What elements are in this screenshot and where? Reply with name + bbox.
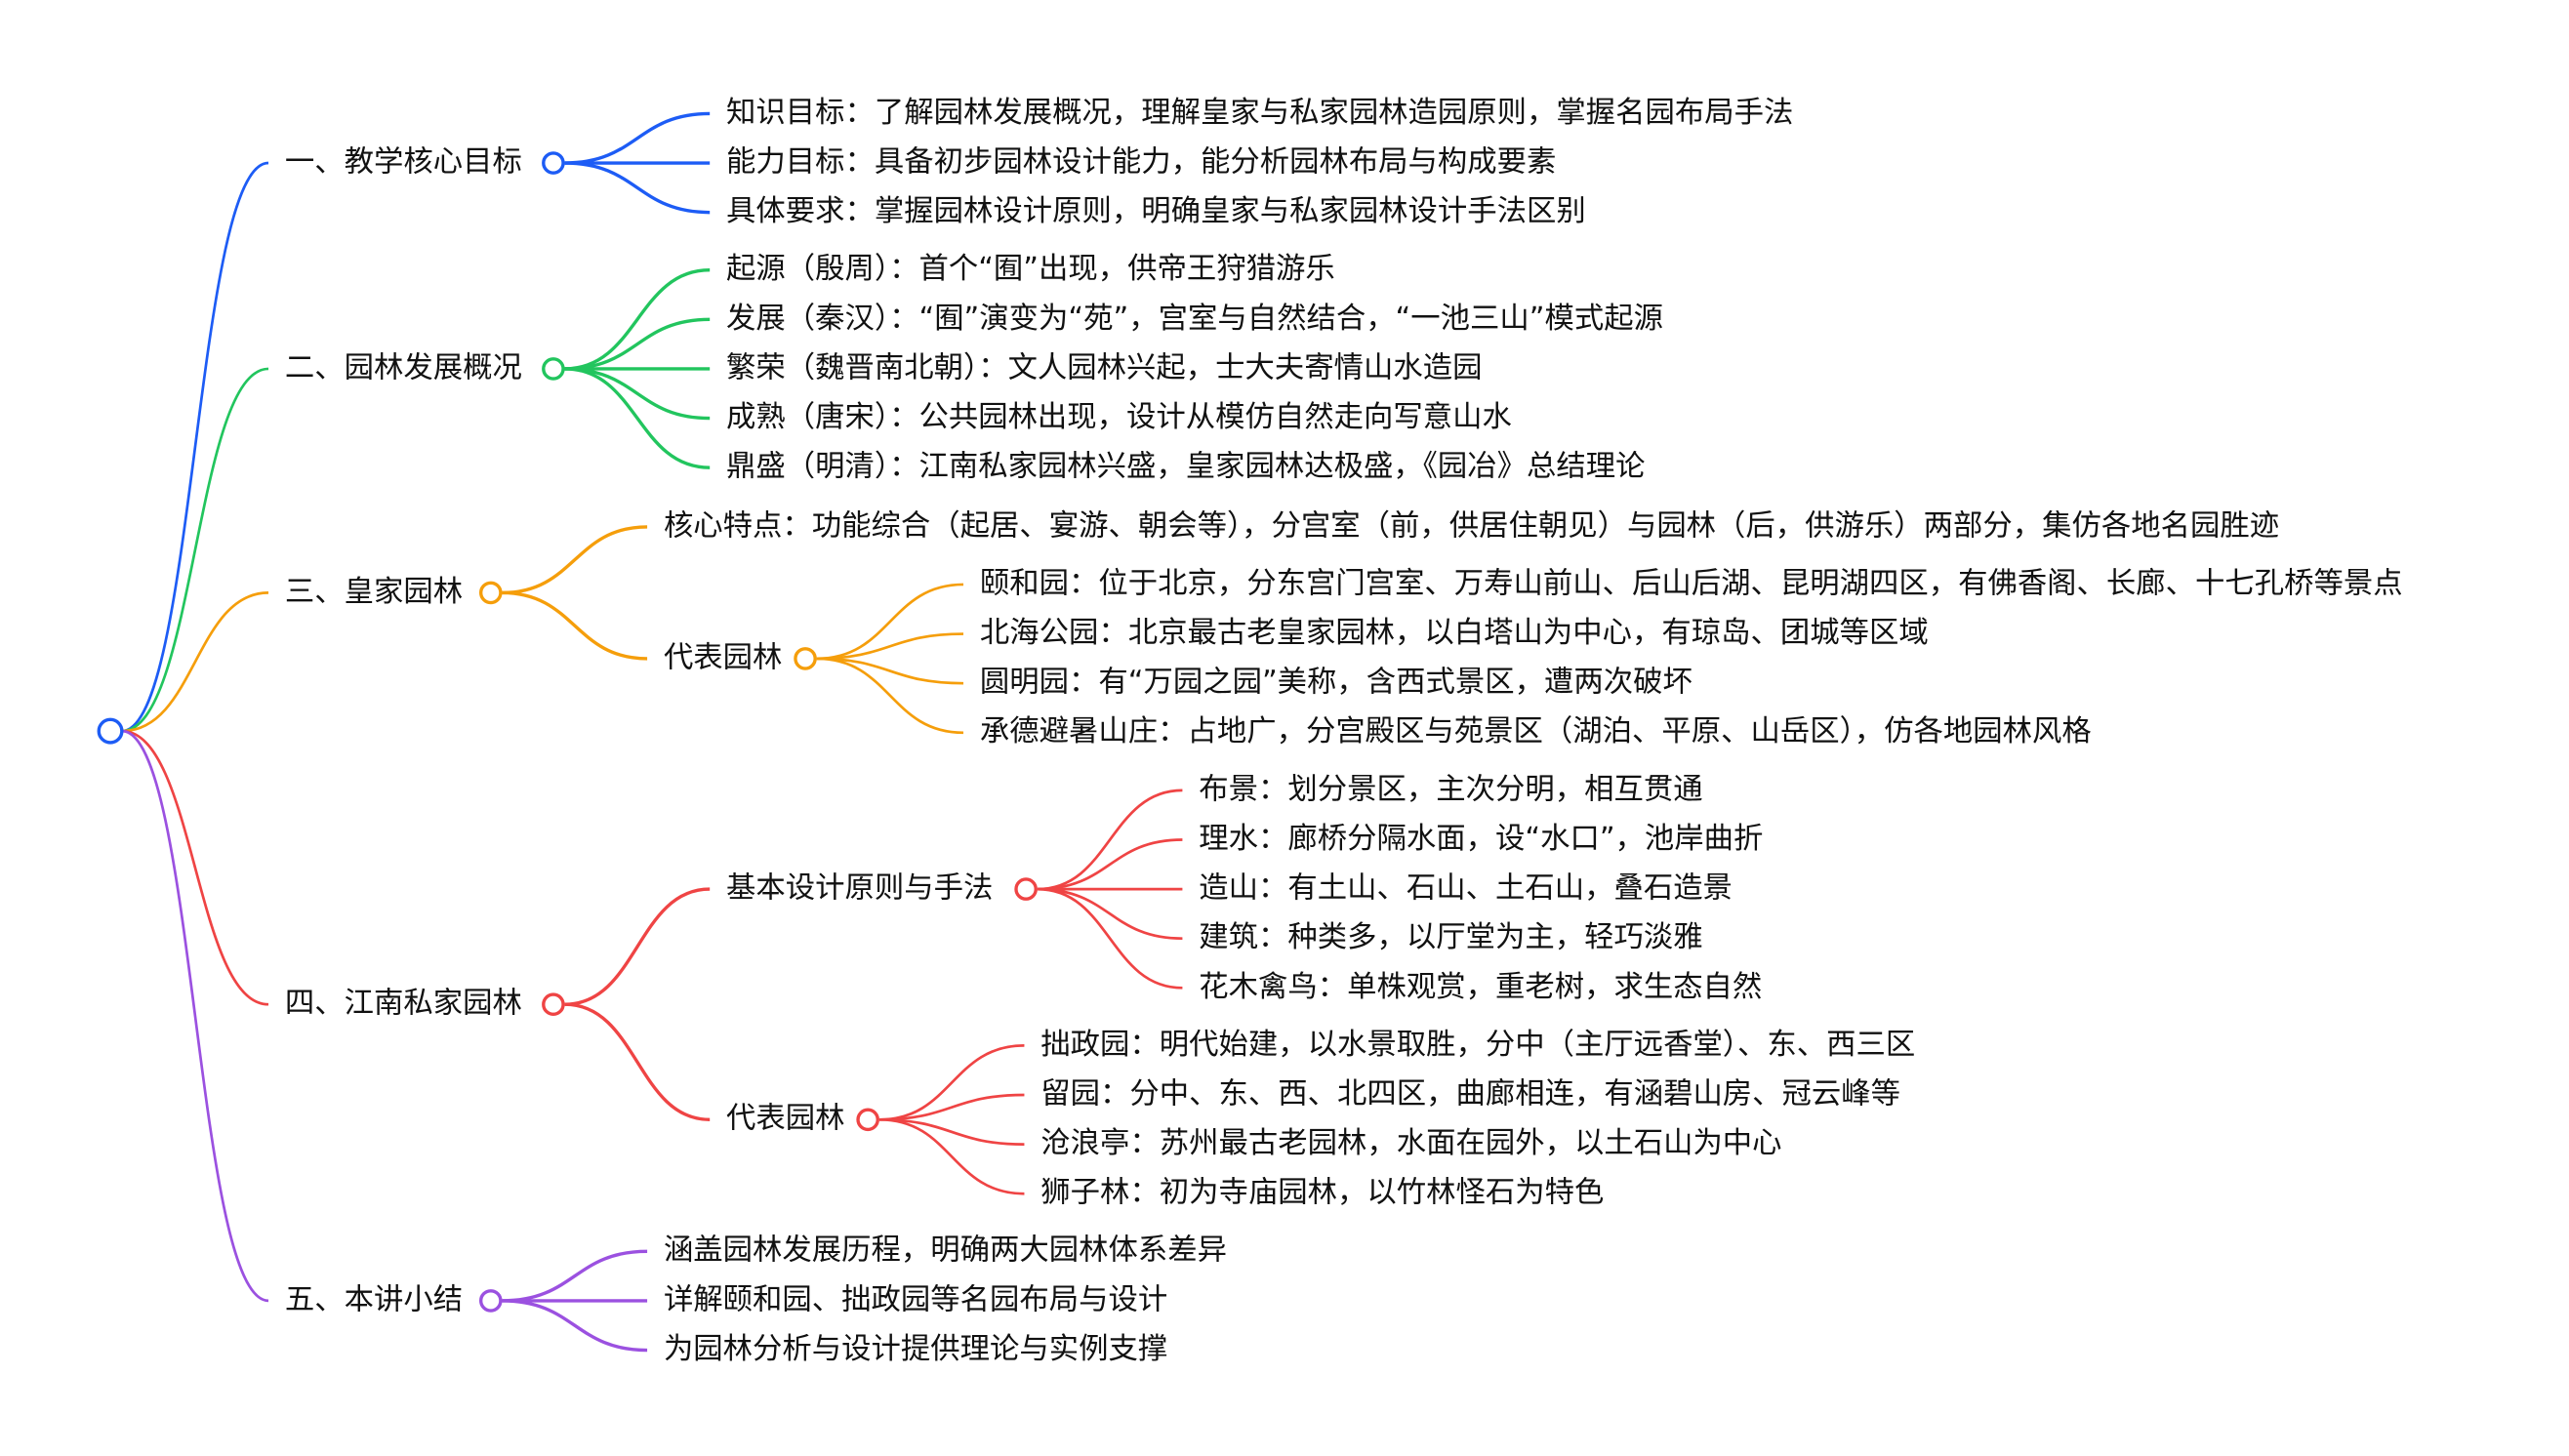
edge-connector <box>564 161 711 215</box>
leaf-node[interactable]: 建筑：种类多，以厅堂为主，轻巧淡雅 <box>1199 920 1703 955</box>
edge-connector <box>878 1117 1025 1195</box>
leaf-node[interactable]: 具体要求：掌握园林设计原则，明确皇家与私家园林设计手法区别 <box>726 194 1586 229</box>
edge-connector <box>564 367 711 469</box>
leaf-node[interactable]: 留园：分中、东、西、北四区，曲廊相连，有涵碧山房、冠云峰等 <box>1040 1076 1901 1112</box>
edge-connector <box>816 657 964 735</box>
branch-private-gardens[interactable]: 四、江南私家园林 <box>284 986 522 1022</box>
edge-connector <box>121 729 269 1006</box>
collapse-toggle[interactable] <box>1014 877 1038 901</box>
leaf-node[interactable]: 北海公园：北京最古老皇家园林，以白塔山为中心，有琼岛、团城等区域 <box>979 616 1929 651</box>
leaf-node[interactable]: 发展（秦汉）：“囿”演变为“苑”，宫室与自然结合，“一池三山”模式起源 <box>726 301 1663 337</box>
edge-connector <box>878 1044 1025 1121</box>
edge-connector <box>816 657 964 685</box>
edge-connector <box>121 161 269 733</box>
edge-connector <box>121 591 269 733</box>
collapse-toggle[interactable] <box>542 151 565 175</box>
collapse-toggle[interactable] <box>794 647 817 670</box>
branch-history[interactable]: 二、园林发展概况 <box>284 350 522 385</box>
edge-connector <box>816 632 964 661</box>
root-node[interactable] <box>97 717 124 745</box>
edge-connector <box>564 111 711 165</box>
leaf-node[interactable]: 沧浪亭：苏州最古老园林，水面在园外，以土石山为中心 <box>1040 1126 1782 1161</box>
edge-connector <box>878 1117 1025 1146</box>
leaf-node[interactable]: 颐和园：位于北京，分东宫门宫室、万寿山前山、后山后湖、昆明湖四区，有佛香阁、长廊… <box>979 566 2403 601</box>
subbranch-representative[interactable]: 代表园林 <box>663 640 783 675</box>
collapse-toggle[interactable] <box>478 1289 503 1313</box>
edge-connector <box>1037 789 1183 891</box>
edge-connector <box>878 1093 1025 1121</box>
edge-connector <box>502 525 648 595</box>
subbranch-principles[interactable]: 基本设计原则与手法 <box>726 870 994 906</box>
edge-connector <box>816 583 964 661</box>
collapse-toggle[interactable] <box>478 581 503 605</box>
leaf-node[interactable]: 理水：廊桥分隔水面，设“水口”，池岸曲折 <box>1199 821 1764 857</box>
leaf-node[interactable]: 鼎盛（明清）：江南私家园林兴盛，皇家园林达极盛，《园冶》总结理论 <box>726 449 1646 485</box>
edge-connector <box>121 729 269 1303</box>
branch-summary[interactable]: 五、本讲小结 <box>284 1282 464 1317</box>
edge-connector <box>1037 838 1183 891</box>
leaf-node[interactable]: 圆明园：有“万园之园”美称，含西式景区，遭两次破坏 <box>979 665 1692 701</box>
collapse-toggle[interactable] <box>542 992 565 1017</box>
edge-connector <box>1037 887 1183 990</box>
edge-connector <box>564 367 711 421</box>
branch-imperial-gardens[interactable]: 三、皇家园林 <box>284 574 464 610</box>
edge-connector <box>564 268 711 371</box>
leaf-node[interactable]: 涵盖园林发展历程，明确两大园林体系差异 <box>663 1233 1227 1269</box>
collapse-toggle[interactable] <box>542 357 565 381</box>
edge-connector <box>502 590 648 661</box>
leaf-node[interactable]: 为园林分析与设计提供理论与实例支撑 <box>663 1331 1168 1367</box>
leaf-node[interactable]: 知识目标：了解园林发展概况，理解皇家与私家园林造园原则，掌握名园布局手法 <box>726 95 1794 131</box>
edge-connector <box>121 367 269 733</box>
leaf-node[interactable]: 花木禽鸟：单株观赏，重老树，求生态自然 <box>1199 969 1763 1005</box>
leaf-node[interactable]: 成熟（唐宋）：公共园林出现，设计从模仿自然走向写意山水 <box>726 399 1512 435</box>
leaf-node[interactable]: 核心特点：功能综合（起居、宴游、朝会等），分宫室（前，供居住朝见）与园林（后，供… <box>663 508 2280 544</box>
leaf-node[interactable]: 起源（殷周）：首个“囿”出现，供帝王狩猎游乐 <box>726 252 1335 287</box>
leaf-node[interactable]: 布景：划分景区，主次分明，相互贯通 <box>1199 772 1703 807</box>
subbranch-representative[interactable]: 代表园林 <box>726 1101 845 1137</box>
leaf-node[interactable]: 狮子林：初为寺庙园林，以竹林怪石为特色 <box>1040 1175 1605 1211</box>
edge-connector <box>564 1002 711 1121</box>
edge-connector <box>502 1249 648 1303</box>
edge-connector <box>564 317 711 371</box>
leaf-node[interactable]: 详解颐和园、拙政园等名园布局与设计 <box>663 1282 1168 1317</box>
collapse-toggle[interactable] <box>856 1108 879 1132</box>
leaf-node[interactable]: 拙政园：明代始建，以水景取胜，分中（主厅远香堂）、东、西三区 <box>1040 1027 1916 1063</box>
edge-connector <box>502 1299 648 1353</box>
leaf-node[interactable]: 造山：有土山、石山、土石山，叠石造景 <box>1199 870 1733 906</box>
edge-connector <box>1037 887 1183 941</box>
branch-teaching-goals[interactable]: 一、教学核心目标 <box>284 144 522 180</box>
leaf-node[interactable]: 承德避暑山庄：占地广，分宫殿区与苑景区（湖泊、平原、山岳区），仿各地园林风格 <box>979 714 2092 749</box>
leaf-node[interactable]: 繁荣（魏晋南北朝）：文人园林兴起，士大夫寄情山水造园 <box>726 350 1483 385</box>
leaf-node[interactable]: 能力目标：具备初步园林设计能力，能分析园林布局与构成要素 <box>726 144 1557 180</box>
edge-connector <box>564 887 711 1006</box>
